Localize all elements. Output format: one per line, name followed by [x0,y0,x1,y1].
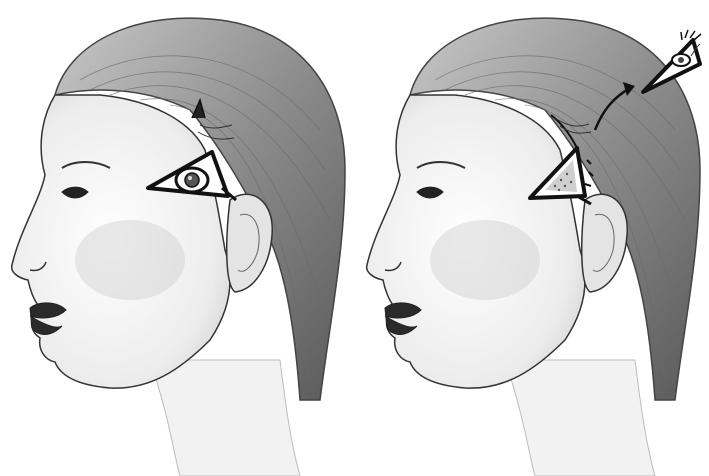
cheek-shade [75,220,185,300]
ear [582,194,628,292]
cheek-shade [430,220,540,300]
head-profile-after [355,0,709,476]
ear [227,194,273,292]
neck [150,360,300,476]
head-profile-before [0,0,354,476]
panel-before [0,0,354,476]
panel-after [355,0,709,476]
neck [505,360,655,476]
